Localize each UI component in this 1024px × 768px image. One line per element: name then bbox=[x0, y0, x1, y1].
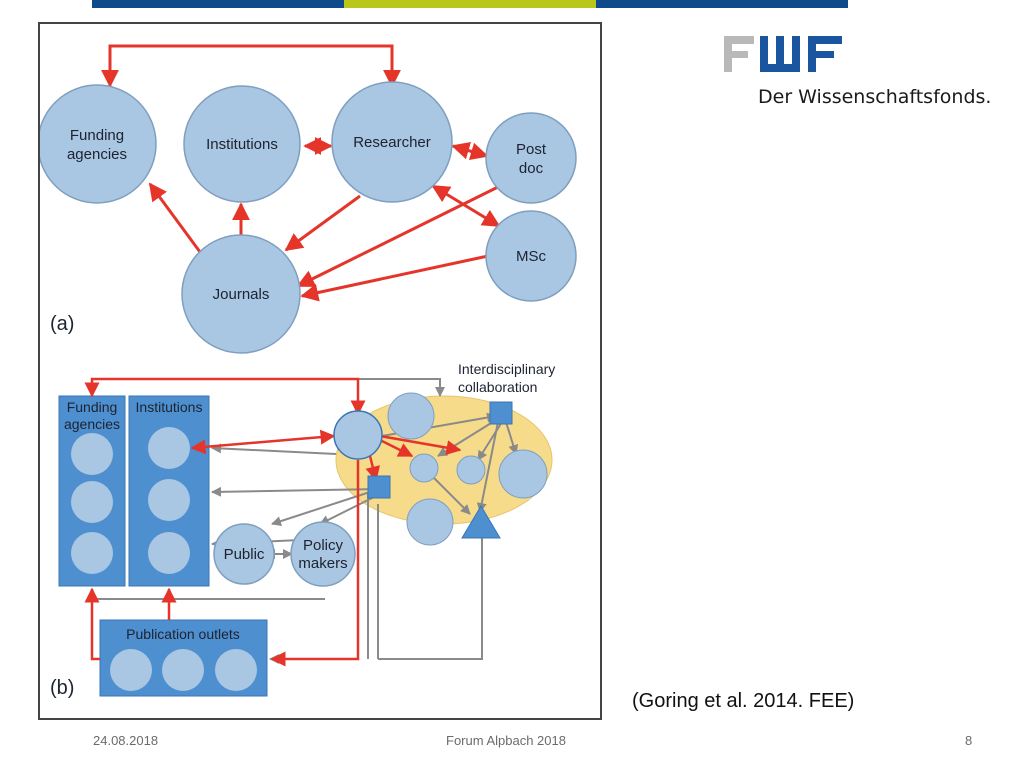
node-researcher bbox=[331, 81, 453, 203]
outlet-circle-1 bbox=[110, 649, 152, 691]
panel-b-label: (b) bbox=[50, 677, 74, 699]
panel-a-label: (a) bbox=[50, 313, 74, 335]
gray-arrow-square-big bbox=[505, 421, 519, 455]
footer-date: 24.08.2018 bbox=[93, 733, 159, 748]
gray-arrow-top-to-interdisc bbox=[358, 378, 445, 397]
node-post-doc bbox=[485, 112, 577, 204]
collab-triangle bbox=[461, 505, 501, 539]
node-public bbox=[213, 523, 275, 585]
footer-event: Forum Alpbach 2018 bbox=[446, 733, 566, 748]
gray-arrow-small-tri bbox=[431, 475, 471, 515]
footer-page-number: 8 bbox=[965, 733, 973, 748]
red-arrow-res-small bbox=[379, 438, 414, 458]
institutions-circle-1 bbox=[148, 427, 190, 469]
gray-arrow-to-funding bbox=[87, 588, 325, 600]
collab-circle-top bbox=[387, 392, 435, 440]
arrow-postdoc-journals bbox=[296, 184, 501, 288]
node-policy-makers bbox=[290, 521, 356, 587]
top-bar-blue-left bbox=[92, 0, 344, 8]
collab-circle-small-2 bbox=[456, 455, 486, 485]
label-publication-outlets: Publication outlets bbox=[126, 626, 240, 642]
funding-circle-2 bbox=[71, 481, 113, 523]
top-bar-blue-right bbox=[596, 0, 848, 8]
collab-circle-bottom bbox=[406, 498, 454, 546]
outlet-circle-2 bbox=[162, 649, 204, 691]
gray-arrow-square-small bbox=[477, 421, 503, 461]
funding-circle-1 bbox=[71, 433, 113, 475]
collab-circle-big bbox=[498, 449, 548, 499]
node-journals bbox=[181, 234, 301, 354]
citation: (Goring et al. 2014. FEE) bbox=[632, 690, 855, 712]
red-arrow-outlets-funding bbox=[84, 587, 100, 661]
collab-researcher bbox=[333, 410, 383, 460]
gray-arrow-square-tri bbox=[476, 421, 499, 513]
node-msc bbox=[485, 210, 577, 302]
logo-tagline: Der Wissenschaftsfonds. bbox=[758, 86, 992, 108]
gray-arrow-to-policy bbox=[319, 493, 381, 525]
red-arrow-res-small2 bbox=[379, 434, 462, 456]
label-institutions: Institutions bbox=[206, 136, 278, 153]
institutions-circle-2 bbox=[148, 479, 190, 521]
arrow-msc-journals bbox=[300, 254, 489, 302]
label-journals: Journals bbox=[213, 286, 270, 303]
funding-circle-3 bbox=[71, 532, 113, 574]
red-arrow-to-outlets bbox=[270, 460, 360, 667]
institutions-circle-3 bbox=[148, 532, 190, 574]
arrow-researcher-msc bbox=[431, 184, 501, 228]
gray-arrow-triangle-down bbox=[378, 536, 483, 660]
collab-circle-small-1 bbox=[409, 453, 439, 483]
gray-arrow-to-public bbox=[271, 491, 371, 526]
arrow-researcher-journals bbox=[284, 194, 361, 252]
label-public: Public bbox=[224, 546, 265, 563]
collab-square-top bbox=[489, 401, 513, 425]
gray-arrow-to-inst-2 bbox=[211, 486, 381, 497]
red-arrow-research-inst bbox=[190, 429, 336, 455]
fwf-logo-mark bbox=[724, 36, 842, 72]
arrow-researcher-postdoc bbox=[451, 141, 489, 161]
collab-square-mid bbox=[367, 475, 391, 499]
node-institutions bbox=[183, 85, 301, 203]
label-msc: MSc bbox=[516, 248, 547, 265]
arrow-journals-funding bbox=[148, 182, 202, 253]
node-funding-agencies bbox=[40, 84, 157, 204]
red-arrow-top-loop bbox=[84, 377, 366, 416]
outlet-circle-3 bbox=[215, 649, 257, 691]
top-bar-green bbox=[344, 0, 596, 8]
label-b-institutions: Institutions bbox=[136, 399, 203, 415]
gray-arrow-research-inst bbox=[211, 443, 337, 455]
label-researcher: Researcher bbox=[353, 134, 431, 151]
arrow-top-loop bbox=[101, 44, 401, 88]
